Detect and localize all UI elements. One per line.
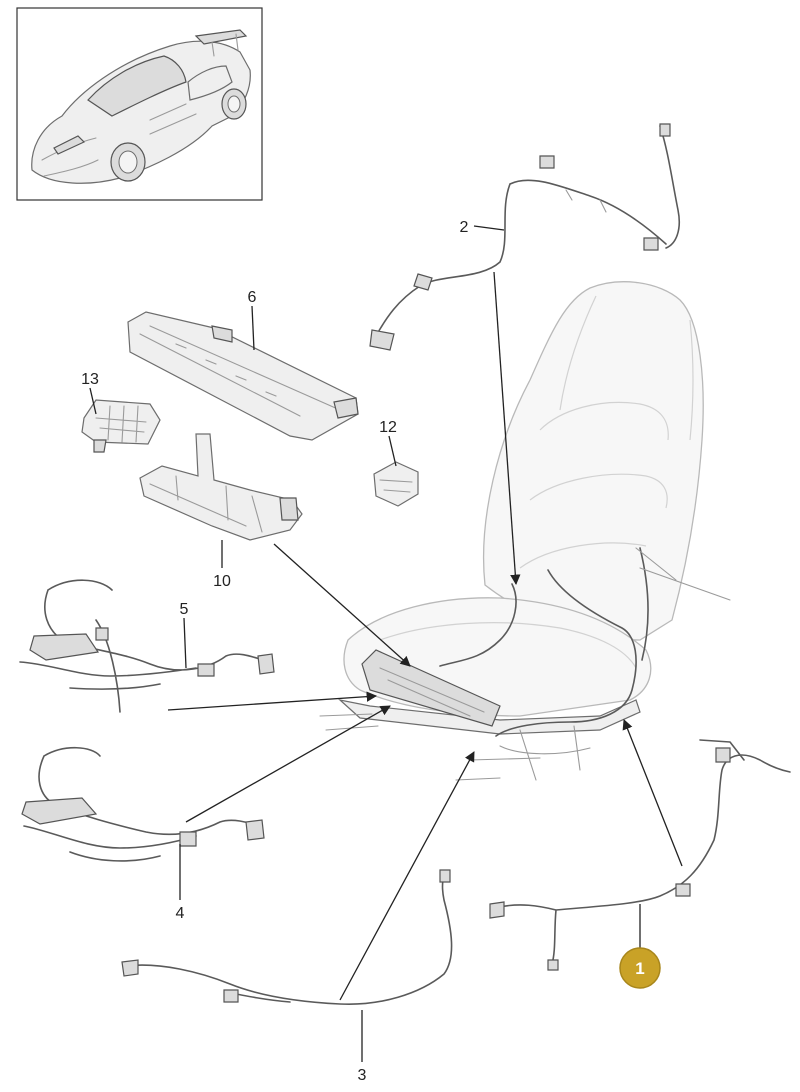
part-6-control-unit [127, 311, 359, 441]
callout-1[interactable]: 1 [619, 947, 661, 989]
callout-6-label[interactable]: 6 [248, 289, 257, 306]
callout-10-label[interactable]: 10 [213, 573, 231, 590]
arrows [167, 271, 683, 1001]
part-13-module [81, 399, 161, 453]
part-12-connector [373, 461, 419, 507]
seat-wiring [439, 547, 649, 737]
callout-13-label[interactable]: 13 [81, 371, 99, 388]
part-2-harness [369, 123, 681, 351]
part-10-bracket [139, 433, 303, 541]
callout-3-label[interactable]: 3 [358, 1067, 367, 1084]
callout-leaders [89, 225, 641, 1062]
part-4-harness [21, 746, 265, 862]
part-3-harness [121, 869, 453, 1006]
callout-4-label[interactable]: 4 [176, 905, 185, 922]
part-5-harness [19, 579, 275, 713]
part-1-harness [489, 739, 791, 971]
vehicle-thumbnail [16, 7, 263, 201]
callout-1-label: 1 [635, 959, 644, 978]
seat-illustration [319, 281, 704, 781]
installed-control-unit [361, 649, 501, 727]
callout-2-label[interactable]: 2 [460, 219, 469, 236]
callout-12-label[interactable]: 12 [379, 419, 397, 436]
callout-5-label[interactable]: 5 [180, 601, 189, 618]
